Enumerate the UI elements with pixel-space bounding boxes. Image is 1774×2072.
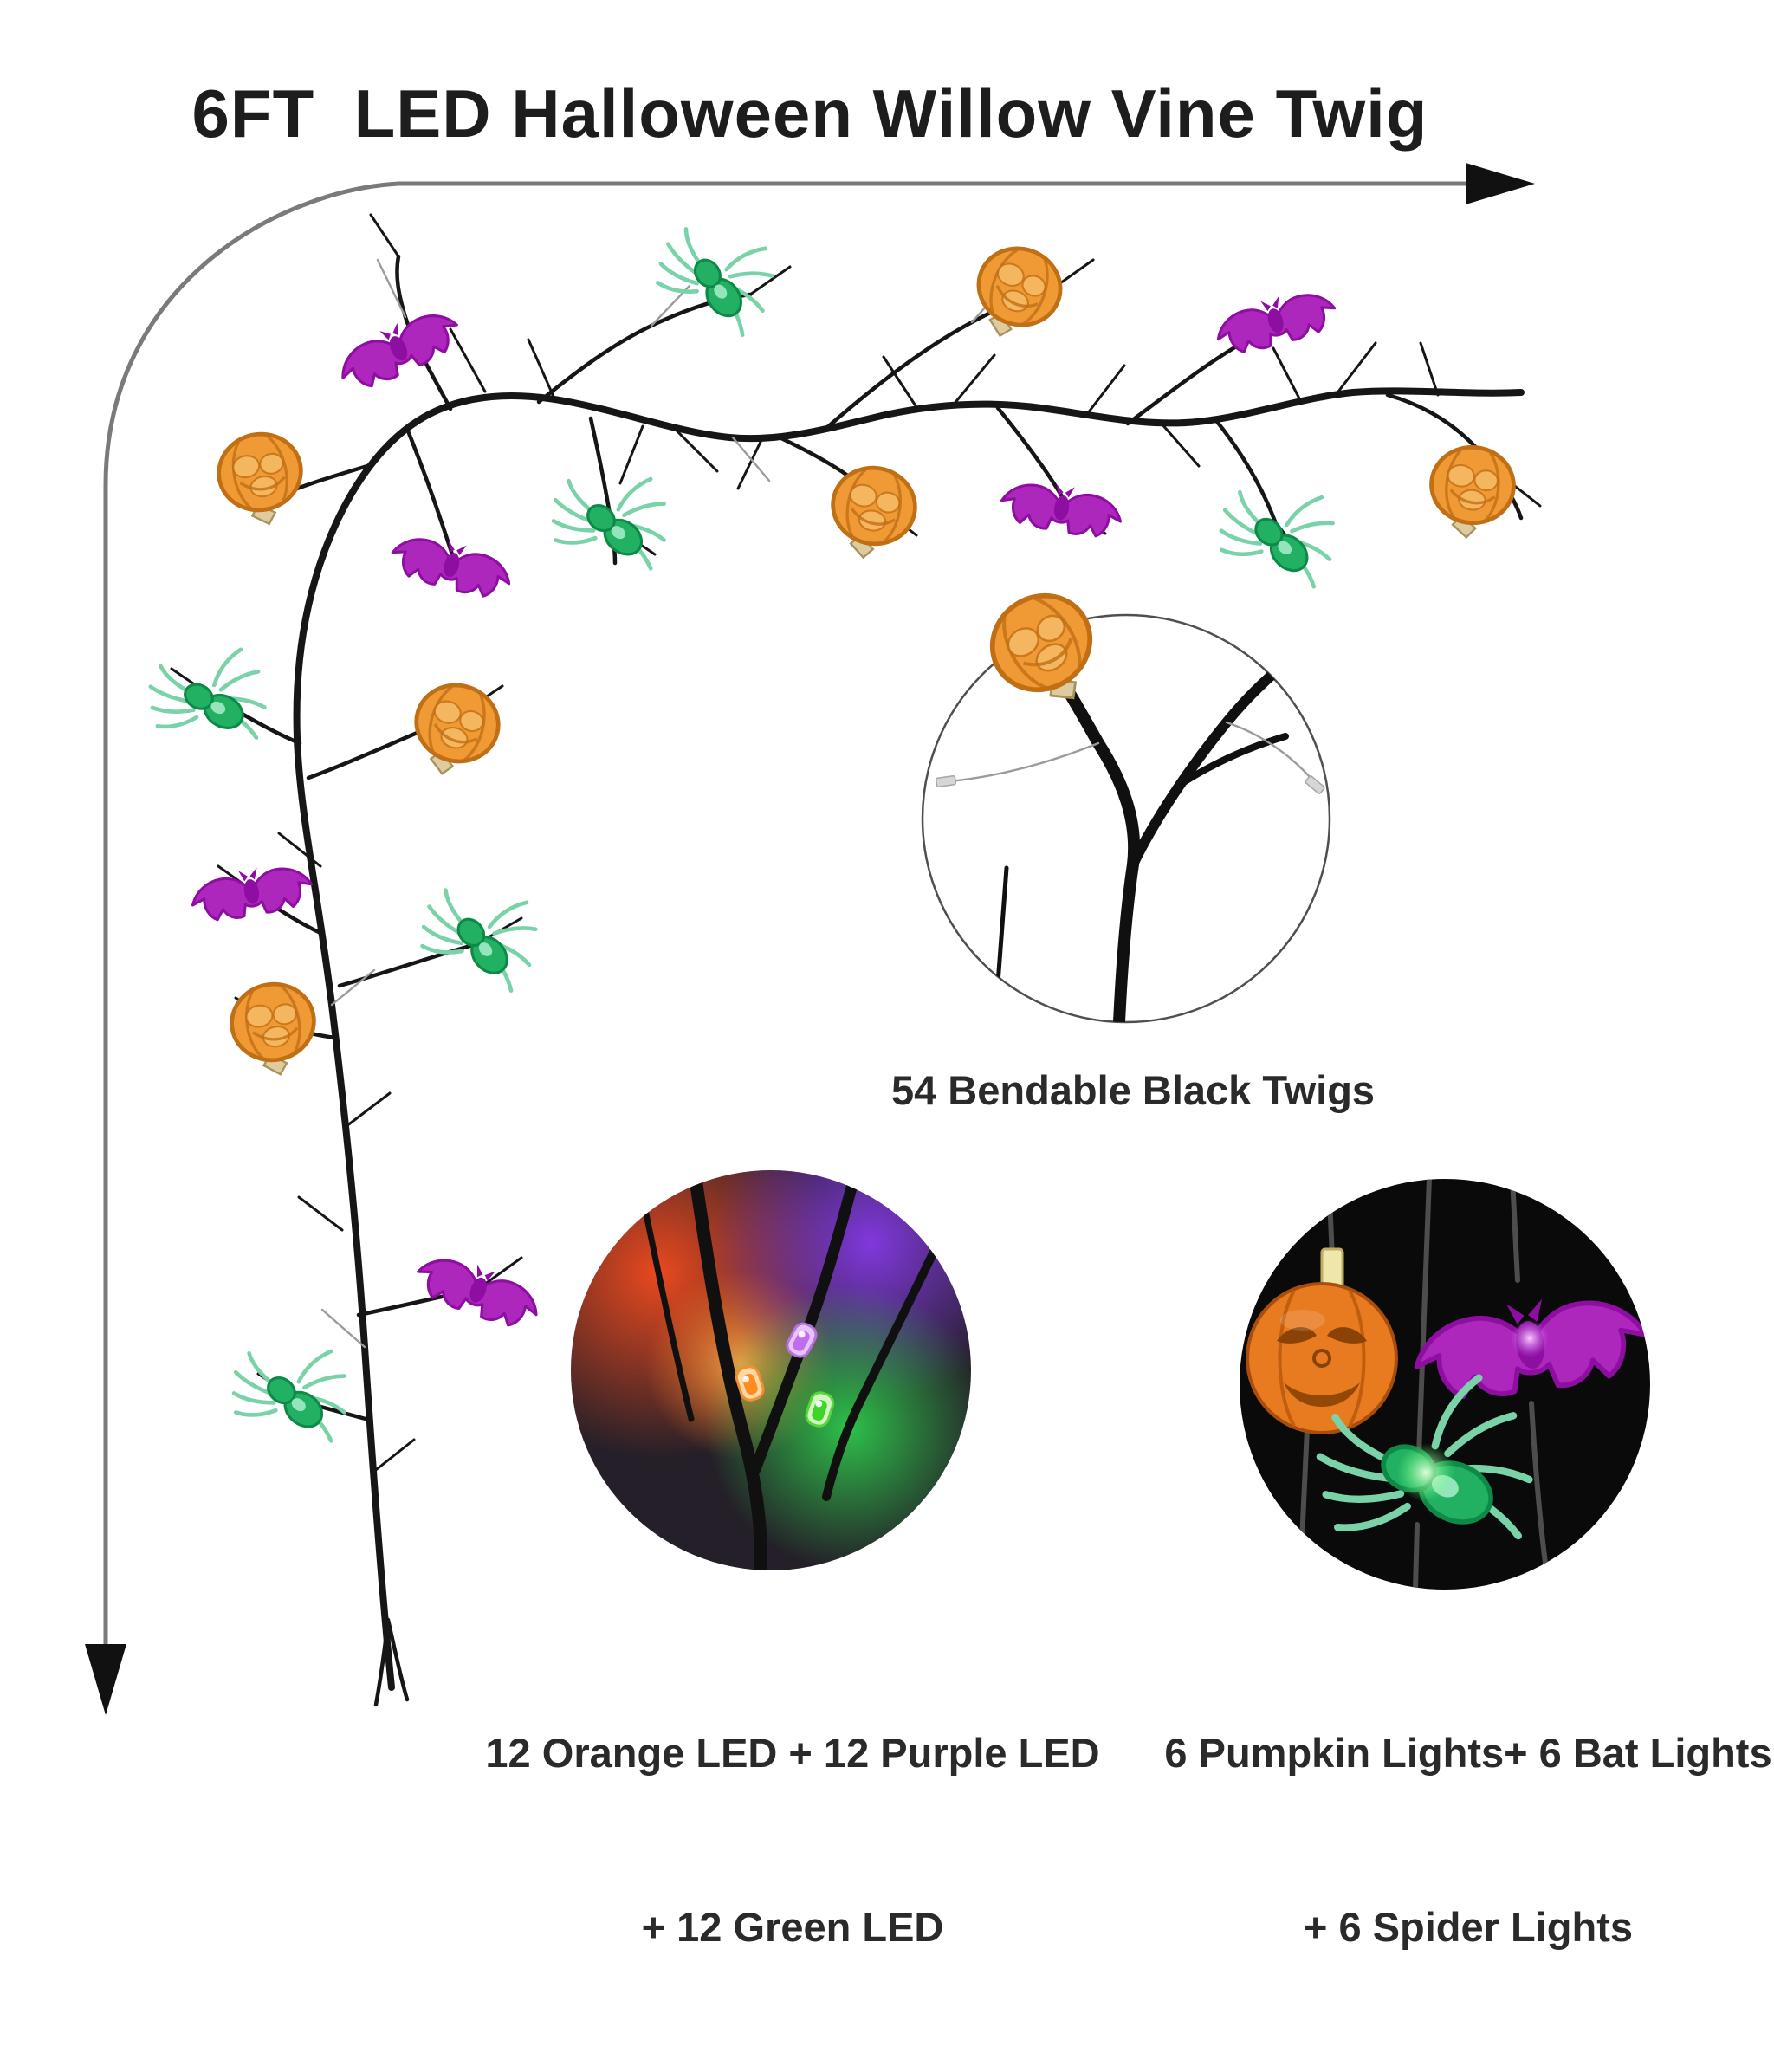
product-title: 6FT LED Halloween Willow Vine Twig xyxy=(191,75,1428,152)
pumpkin-ornament-icon xyxy=(1427,444,1517,541)
spider-ornament-icon xyxy=(1217,489,1335,587)
charms-caption-line1: 6 Pumpkin Lights+ 6 Bat Lights xyxy=(1164,1730,1772,1777)
inset-bendable-twigs xyxy=(921,568,1331,1024)
spider-ornament-icon xyxy=(234,1351,345,1441)
charms-caption-line2: + 6 Spider Lights xyxy=(1303,1903,1633,1950)
pumpkin-ornament-icon xyxy=(825,462,922,565)
pumpkin-light-icon xyxy=(1246,1247,1398,1434)
pumpkin-ornament-icon xyxy=(226,978,323,1081)
bat-ornament-icon xyxy=(385,526,517,605)
leds-caption-line2: + 12 Green LED xyxy=(641,1903,944,1950)
pumpkin-ornament-icon xyxy=(211,426,311,532)
spider-ornament-icon xyxy=(416,885,541,993)
charms-caption: 6 Pumpkin Lights+ 6 Bat Lights + 6 Spide… xyxy=(1164,1609,1771,2072)
leds-caption-line1: 12 Orange LED + 12 Purple LED xyxy=(485,1730,1100,1777)
diagram-canvas xyxy=(85,163,1650,1715)
bat-ornament-icon xyxy=(409,1245,547,1337)
purple-led-icon xyxy=(786,1322,818,1358)
spider-ornament-icon xyxy=(554,479,664,568)
arrowhead-right-icon xyxy=(1466,163,1535,204)
green-led-icon xyxy=(805,1391,835,1428)
dimension-arrow xyxy=(85,163,1535,1715)
arrowhead-down-icon xyxy=(85,1644,126,1715)
bat-ornament-icon xyxy=(186,857,317,927)
product-infographic: 6FT LED Halloween Willow Vine Twig 54 Be… xyxy=(85,75,1772,1950)
spider-light-icon xyxy=(1307,1372,1542,1579)
leds-caption: 12 Orange LED + 12 Purple LED + 12 Green… xyxy=(485,1609,1099,2072)
inset-led-photo xyxy=(571,1170,971,1570)
spider-ornament-icon xyxy=(649,223,779,339)
inset-charm-photo xyxy=(1240,1179,1650,1590)
twigs-caption: 54 Bendable Black Twigs xyxy=(890,1067,1376,1113)
pumpkin-ornament-icon xyxy=(963,237,1072,351)
spider-ornament-icon xyxy=(145,647,269,754)
bat-ornament-icon xyxy=(996,473,1127,543)
orange-led-icon xyxy=(735,1365,765,1402)
bat-ornament-icon xyxy=(330,299,468,398)
bat-light-icon xyxy=(1409,1285,1650,1406)
